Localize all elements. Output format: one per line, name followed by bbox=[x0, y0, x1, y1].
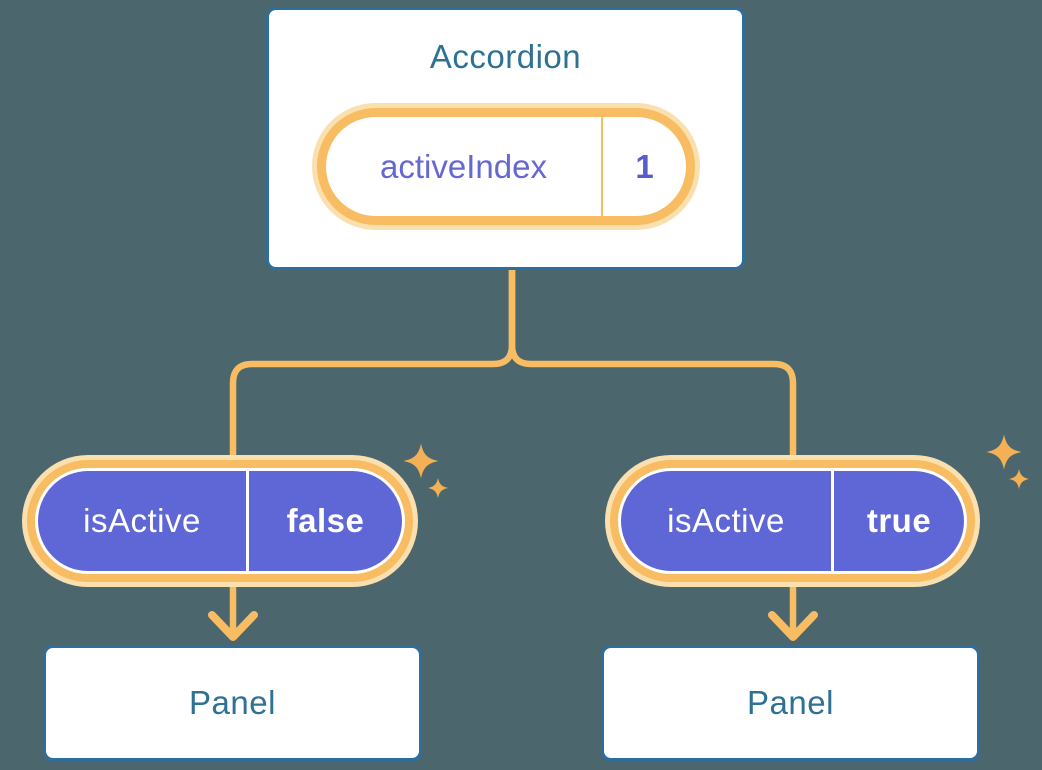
connector-line-right bbox=[508, 268, 797, 633]
sparkle-icon bbox=[986, 434, 1030, 490]
accordion-title: Accordion bbox=[429, 38, 582, 75]
state-pill-activeindex: activeIndex 1 bbox=[312, 103, 700, 230]
prop-pill-label: isActive bbox=[83, 502, 201, 539]
arrow-down-icon bbox=[768, 611, 818, 641]
panel-component-box-left: Panel bbox=[43, 645, 422, 761]
panel-title: Panel bbox=[189, 684, 276, 721]
pill-divider bbox=[601, 117, 603, 216]
pill-divider bbox=[246, 471, 249, 571]
pill-divider bbox=[831, 471, 834, 571]
arrow-down-icon bbox=[208, 611, 258, 641]
state-pill-label: activeIndex bbox=[380, 147, 547, 185]
prop-pill-isactive-false: isActive false bbox=[22, 455, 418, 587]
prop-pill-label: isActive bbox=[667, 502, 785, 539]
prop-pill-value: true bbox=[866, 502, 932, 539]
prop-pill-value: false bbox=[286, 502, 365, 539]
panel-component-box-right: Panel bbox=[601, 645, 980, 761]
panel-title: Panel bbox=[747, 684, 834, 721]
prop-pill-isactive-true: isActive true bbox=[605, 455, 980, 587]
sparkle-icon bbox=[403, 443, 449, 499]
state-pill-value: 1 bbox=[635, 147, 654, 185]
